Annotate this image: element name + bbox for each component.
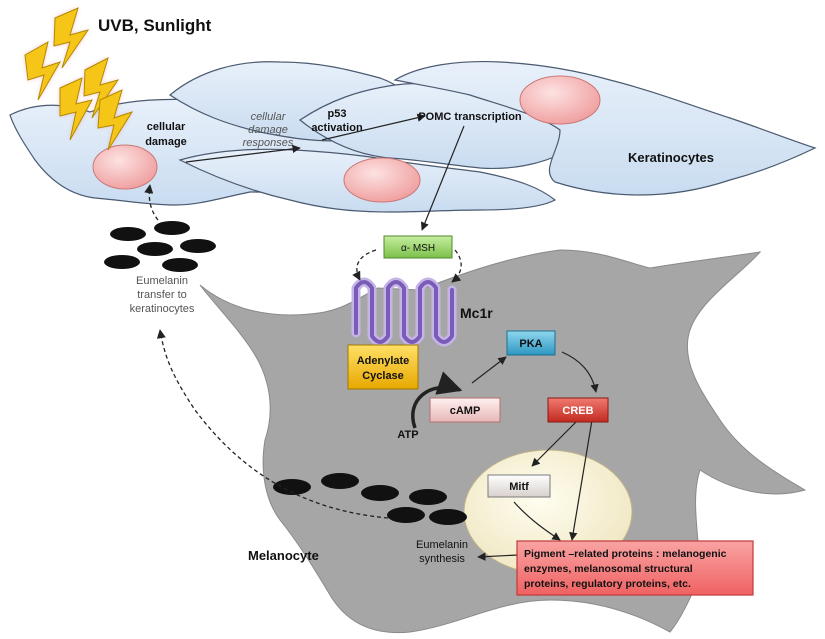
damage-responses-label-2: damage	[248, 124, 288, 136]
dashed-arrows	[144, 184, 462, 519]
keratinocyte-nucleus-right	[519, 75, 601, 125]
alpha-msh-box	[383, 235, 453, 259]
adenylate-cyclase-label-1: Adenylate	[357, 355, 410, 367]
p53-label-2: activation	[311, 122, 363, 134]
keratinocyte-nucleus-left	[92, 144, 158, 190]
eumelanin-granules-top	[104, 221, 216, 272]
pigment-label-1: Pigment –related proteins : melanogenic	[524, 548, 727, 560]
keratinocytes-label: Keratinocytes	[628, 150, 714, 165]
creb-label: CREB	[562, 405, 593, 417]
mc1r-label: Mc1r	[460, 305, 493, 321]
pomc-label: POMC transcription	[418, 111, 522, 123]
mc1r-receptor-icon	[351, 277, 457, 347]
damage-responses-label-3: responses	[243, 137, 294, 149]
creb-box	[547, 397, 609, 423]
pka-label: PKA	[519, 338, 542, 350]
pigment-label-3: proteins, regulatory proteins, etc.	[524, 578, 691, 590]
melanocyte-label: Melanocyte	[248, 548, 319, 563]
mitf-label: Mitf	[509, 481, 529, 493]
eumelanin-transfer-label-3: keratinocytes	[130, 303, 195, 315]
eumelanin-transfer-label-1: Eumelanin	[136, 275, 188, 287]
pathway-arrows	[185, 113, 599, 561]
keratinocyte-nucleus-center	[343, 157, 421, 203]
uvb-lightning-icon	[24, 7, 134, 151]
cellular-damage-label-1: cellular	[147, 121, 186, 133]
eumelanin-transfer-label-2: transfer to	[137, 289, 187, 301]
uvb-label: UVB, Sunlight	[98, 16, 212, 35]
alpha-msh-label: α- MSH	[401, 243, 435, 254]
adenylate-cyclase-box	[347, 344, 419, 390]
p53-label-1: p53	[328, 108, 347, 120]
atp-label: ATP	[397, 429, 418, 441]
camp-label: cAMP	[450, 405, 481, 417]
camp-box	[429, 397, 501, 423]
pka-box	[506, 330, 556, 356]
pigment-label-2: enzymes, melanosomal structural	[524, 563, 693, 575]
eumelanin-synthesis-label-1: Eumelanin	[416, 539, 468, 551]
eumelanin-synthesis-label-2: synthesis	[419, 553, 465, 565]
eumelanin-granules-melanocyte	[273, 473, 467, 525]
mitf-box	[487, 474, 551, 498]
cellular-damage-label-2: damage	[145, 136, 187, 148]
damage-responses-label-1: cellular	[251, 111, 287, 123]
adenylate-cyclase-label-2: Cyclase	[362, 370, 404, 382]
pigment-proteins-box	[516, 540, 754, 596]
